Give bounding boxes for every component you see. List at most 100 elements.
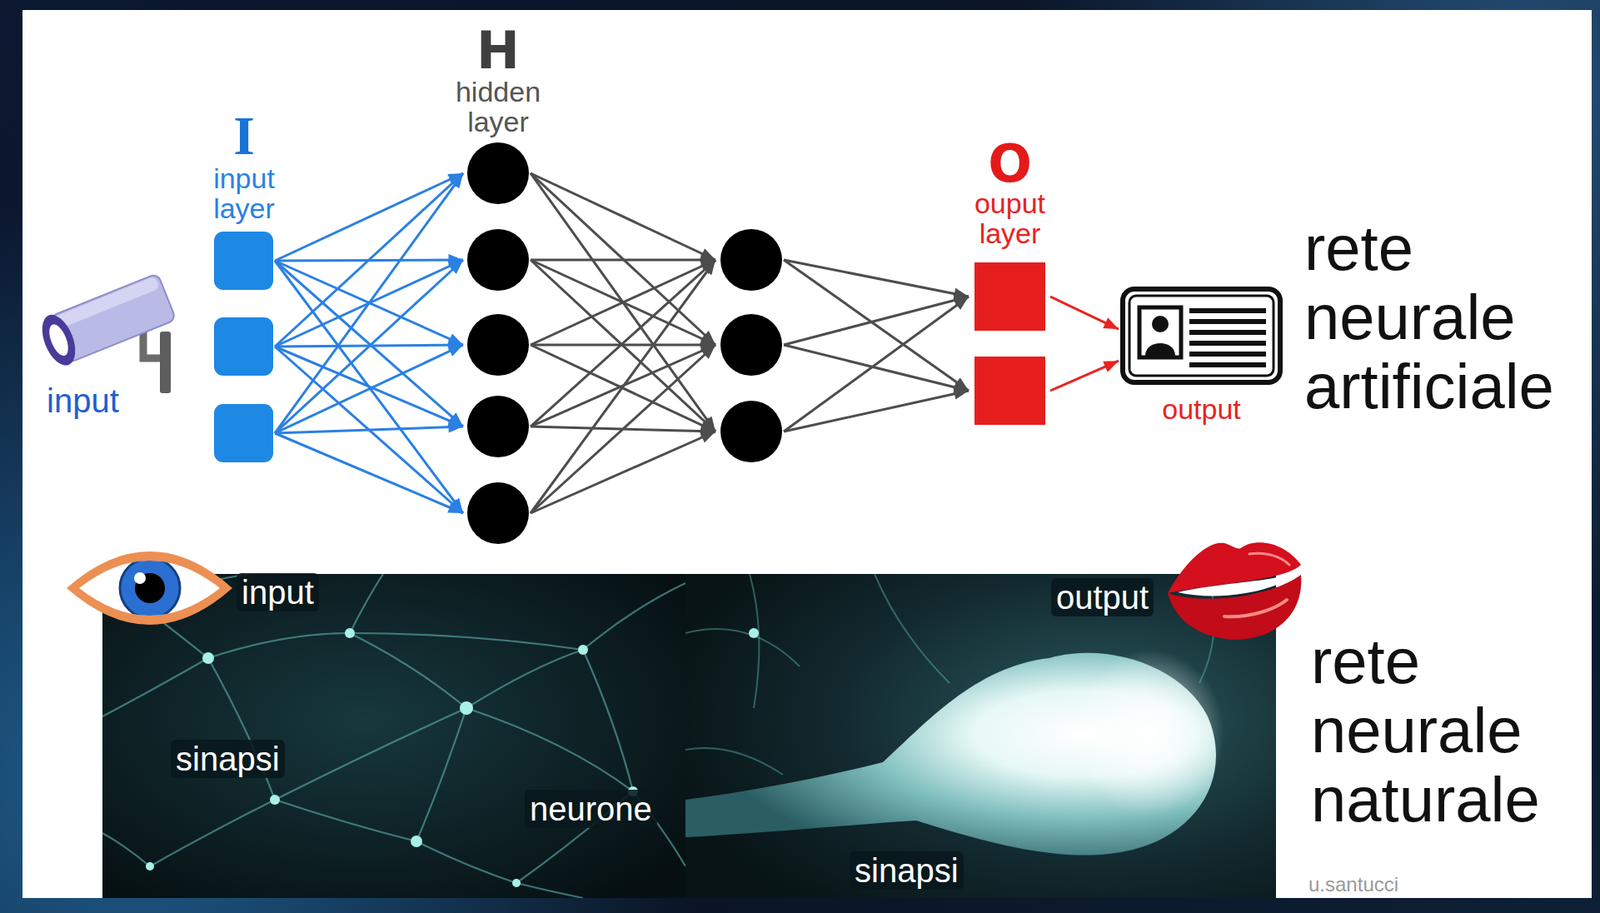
synapse-label-box: sinapsi bbox=[170, 739, 285, 778]
dendrite bbox=[274, 707, 467, 800]
dendrite bbox=[349, 633, 467, 708]
dendrite bbox=[685, 628, 800, 667]
dendrite bbox=[516, 882, 584, 898]
layer-letter: O bbox=[946, 139, 1074, 189]
layer-title: hidden layer bbox=[455, 76, 541, 137]
dendrite bbox=[466, 707, 634, 792]
soma bbox=[512, 878, 521, 888]
soma bbox=[578, 644, 589, 655]
card-line bbox=[1189, 340, 1267, 346]
connection-arrow bbox=[530, 344, 716, 514]
dendrite bbox=[274, 799, 417, 842]
lip-highlight bbox=[1249, 553, 1290, 565]
connection-arrow bbox=[274, 259, 464, 434]
dendrite bbox=[349, 573, 384, 634]
camera-lens bbox=[35, 309, 82, 370]
connection-arrow bbox=[530, 259, 716, 345]
connection-arrow bbox=[274, 344, 464, 434]
synapse-label: sinapsi bbox=[175, 739, 280, 778]
connector-line bbox=[1050, 360, 1119, 391]
camera-highlight bbox=[53, 275, 160, 329]
dendrite bbox=[349, 633, 584, 650]
input-unit bbox=[214, 403, 274, 463]
eye-iris bbox=[119, 558, 180, 619]
input-label: input bbox=[46, 381, 120, 420]
output-units bbox=[974, 262, 1046, 425]
synapse-label-box: sinapsi bbox=[849, 851, 964, 890]
dendrite bbox=[874, 573, 950, 683]
title-artificial-box: rete neurale artificiale bbox=[1304, 213, 1555, 421]
dendrite bbox=[685, 747, 783, 775]
connection-arrow bbox=[783, 344, 969, 391]
output-label: output bbox=[1116, 392, 1287, 426]
eye-icon bbox=[66, 551, 233, 625]
connection-arrow bbox=[274, 173, 464, 347]
somas bbox=[129, 595, 639, 888]
dendrite bbox=[583, 583, 686, 650]
layer-letter: H bbox=[436, 24, 560, 77]
card-head bbox=[1151, 315, 1169, 333]
eye-highlight bbox=[134, 572, 146, 584]
synapse-glow bbox=[1074, 649, 1225, 817]
soma bbox=[145, 862, 155, 871]
layer-letter: I bbox=[188, 108, 300, 164]
title-natural: rete neurale naturale bbox=[1310, 626, 1541, 834]
connection-arrow bbox=[274, 173, 464, 434]
card-outline bbox=[1122, 289, 1281, 383]
connection-arrow bbox=[783, 259, 969, 391]
connection-arrow bbox=[783, 296, 969, 432]
connection-arrow bbox=[530, 259, 716, 514]
card-lines bbox=[1189, 310, 1267, 365]
connection-arrow bbox=[530, 173, 716, 432]
connection-arrow bbox=[783, 296, 969, 345]
layer-title: ouput layer bbox=[974, 188, 1046, 249]
hidden-neuron bbox=[720, 314, 783, 376]
input-label: input bbox=[241, 573, 315, 612]
card-body bbox=[1145, 343, 1176, 356]
soma bbox=[410, 835, 423, 848]
soma bbox=[344, 628, 355, 639]
input-arrows bbox=[274, 173, 464, 514]
connection-arrow bbox=[530, 259, 716, 432]
dendrite bbox=[749, 573, 759, 708]
dendrite bbox=[583, 649, 634, 792]
camera-plate bbox=[159, 331, 171, 394]
hidden-neuron bbox=[467, 229, 529, 291]
author-credit-box: u.santucci bbox=[1308, 872, 1399, 897]
connection-arrow bbox=[783, 390, 969, 432]
camera-lens-glass bbox=[45, 321, 73, 359]
card-line bbox=[1189, 351, 1267, 357]
soma bbox=[202, 652, 215, 664]
connection-arrow bbox=[530, 173, 716, 260]
input-unit bbox=[214, 231, 274, 290]
id-card-icon bbox=[1122, 289, 1281, 383]
connector-line bbox=[1050, 296, 1119, 329]
dendrites bbox=[102, 573, 686, 898]
lips-icon bbox=[1167, 542, 1301, 640]
connection-arrow bbox=[530, 431, 716, 514]
card-line bbox=[1189, 319, 1267, 324]
connection-arrow bbox=[274, 260, 464, 514]
hidden-neuron bbox=[467, 142, 529, 205]
hidden-neuron bbox=[720, 400, 783, 463]
connection-arrow bbox=[274, 426, 464, 434]
output-layer: Oouput layer bbox=[946, 139, 1074, 425]
dendrite bbox=[466, 649, 584, 708]
soma bbox=[269, 794, 280, 805]
dendrite bbox=[102, 657, 209, 717]
dendrite bbox=[208, 657, 275, 800]
id-card: output bbox=[1116, 285, 1287, 429]
card-line bbox=[1189, 329, 1267, 335]
card-line bbox=[1189, 362, 1267, 368]
hidden-neuron bbox=[467, 395, 529, 458]
synapse-label: sinapsi bbox=[854, 851, 959, 890]
title-artificial: rete neurale artificiale bbox=[1304, 213, 1555, 421]
soma bbox=[748, 628, 759, 639]
connection-arrow bbox=[530, 259, 716, 262]
input-unit bbox=[214, 317, 274, 376]
connection-arrow bbox=[530, 173, 716, 345]
connection-arrow bbox=[274, 173, 464, 261]
card-line bbox=[1189, 308, 1267, 314]
dendrite bbox=[149, 799, 275, 867]
